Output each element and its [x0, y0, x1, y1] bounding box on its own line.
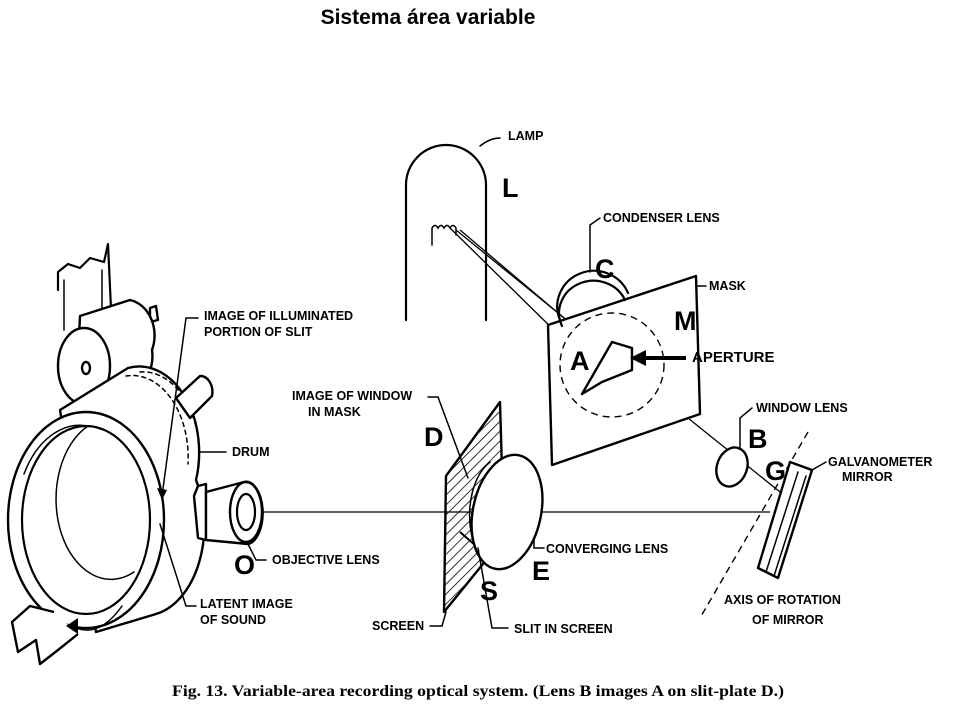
axis-rotation-label-1: AXIS OF ROTATION — [724, 593, 841, 607]
slit-in-screen-label: SLIT IN SCREEN — [514, 622, 613, 636]
image-illuminated-arrowhead — [157, 488, 167, 500]
image-window-label-1: IMAGE OF WINDOW — [292, 389, 412, 403]
figure-caption: Fig. 13. Variable-area recording optical… — [172, 683, 784, 700]
letter-m: M — [674, 306, 697, 336]
letter-a: A — [570, 346, 590, 376]
screen-label: SCREEN — [372, 619, 424, 633]
drum — [6, 365, 214, 666]
slide-title: Sistema área variable — [320, 6, 536, 29]
letter-s: S — [480, 576, 498, 606]
galvanometer-mirror — [756, 460, 827, 580]
latent-image-label-2: OF SOUND — [200, 613, 266, 627]
aperture-label: APERTURE — [692, 349, 775, 366]
lamp-housing — [404, 137, 501, 322]
aperture-arrow — [630, 350, 686, 366]
image-illuminated-leader — [161, 317, 199, 497]
letter-e: E — [532, 556, 550, 586]
converging-lens-leader — [533, 539, 545, 549]
image-illuminated-label-2: PORTION OF SLIT — [204, 325, 313, 339]
lamp-label: LAMP — [508, 129, 543, 143]
galvanometer-label-1: GALVANOMETER — [828, 455, 932, 469]
objective-lens-label: OBJECTIVE LENS — [272, 553, 380, 567]
converging-lens — [468, 453, 544, 571]
image-window-leader — [427, 396, 469, 479]
letter-c: C — [595, 254, 615, 284]
mask-plate — [546, 269, 702, 467]
latent-image-label-1: LATENT IMAGE — [200, 597, 293, 611]
converging-lens-label: CONVERGING LENS — [546, 542, 668, 556]
image-window-label-2: IN MASK — [308, 405, 361, 419]
screen-leader — [429, 611, 447, 627]
axis-rotation-label-2: OF MIRROR — [752, 613, 824, 627]
objective-lens-leader — [247, 543, 267, 561]
window-lens-label: WINDOW LENS — [756, 401, 848, 415]
letter-b: B — [748, 424, 768, 454]
letter-d: D — [424, 422, 444, 452]
condenser-lens-leader — [589, 217, 601, 273]
letter-o: O — [234, 550, 255, 580]
image-illuminated-label-1: IMAGE OF ILLUMINATED — [204, 309, 353, 323]
latent-image-leader — [159, 523, 197, 607]
condenser-lens-label: CONDENSER LENS — [603, 211, 720, 225]
galvanometer-label-2: MIRROR — [842, 470, 893, 484]
letter-l: L — [502, 173, 519, 203]
objective-lens — [192, 480, 264, 546]
drum-label: DRUM — [232, 445, 270, 459]
slit-leader — [477, 547, 509, 629]
mask-label: MASK — [709, 279, 746, 293]
letter-g: G — [765, 456, 786, 486]
window-lens — [715, 407, 753, 488]
